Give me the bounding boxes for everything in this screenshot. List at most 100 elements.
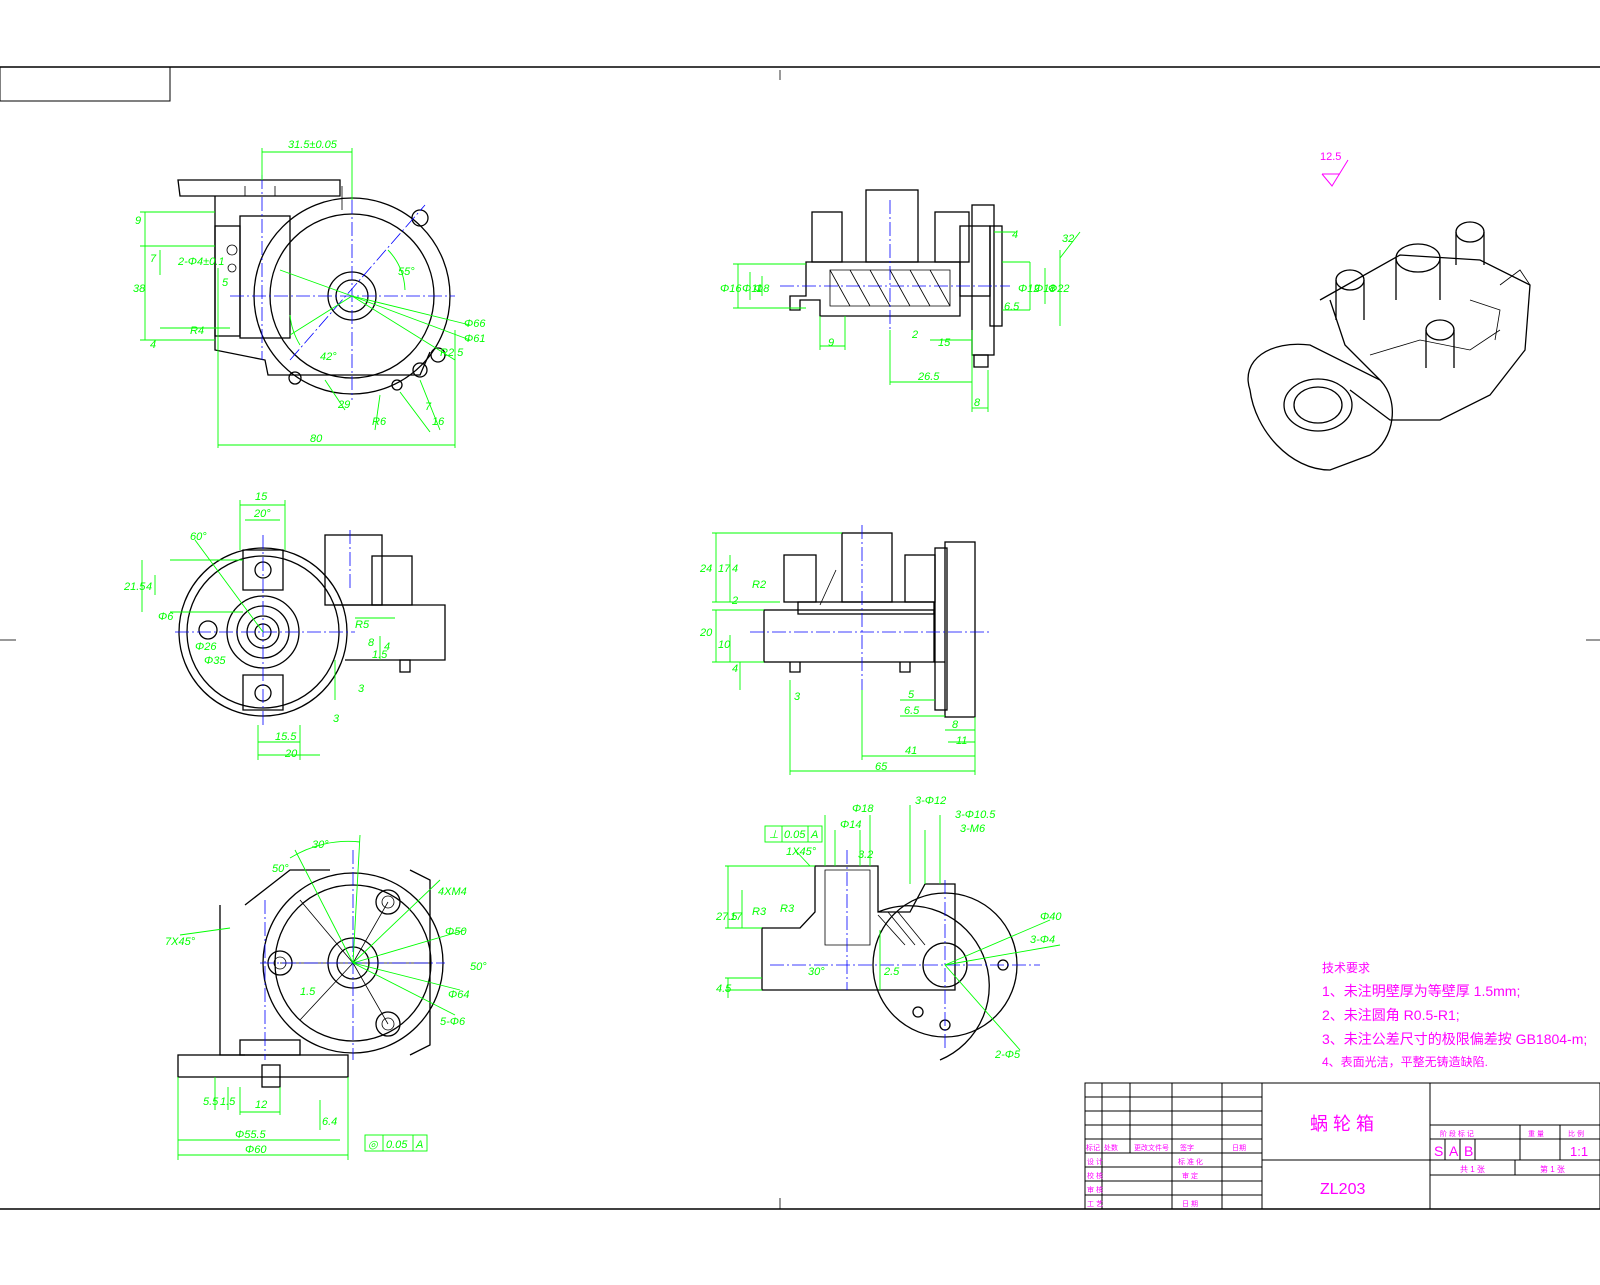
dim-v1-6: R4 <box>190 325 204 337</box>
dim-v6-2: 3-Φ12 <box>915 795 946 807</box>
tech-item-2: 2、未注圆角 R0.5-R1; <box>1322 1007 1460 1023</box>
tb-mid-2: 日 期 <box>1182 1200 1198 1208</box>
dim-v4-7: R2 <box>752 579 766 591</box>
dim-v5-10: 1.5 <box>220 1096 236 1108</box>
dim-v4-11: 8 <box>952 719 959 731</box>
stage-mark-s: S <box>1434 1143 1443 1159</box>
view-section-top: 4 32 Φ16 Φ11 Φ8 Φ18 Φ12 Φ22 9 2 15 6.5 2… <box>720 189 1081 412</box>
dim-v4-14: 65 <box>875 761 888 773</box>
tb-mid-1: 审 定 <box>1182 1171 1198 1180</box>
isometric-view <box>1247 221 1531 471</box>
tb-right-2: 比 例 <box>1568 1129 1584 1138</box>
dim-v3-4: 4 <box>146 581 152 593</box>
dim-v4-13: 41 <box>905 745 917 757</box>
roughness-value: 12.5 <box>1320 151 1341 163</box>
dim-v4-3: 2 <box>731 595 738 607</box>
dim-v2-6: Φ12 <box>1018 283 1039 295</box>
dim-v4-8: 3 <box>794 691 801 703</box>
dim-v5-12: 6.4 <box>322 1116 337 1128</box>
tech-item-4: 4、表面光洁，平整无铸造缺陷. <box>1322 1054 1488 1069</box>
dim-v2-2: Φ16 <box>720 283 742 295</box>
dim-v3-14: 3 <box>333 713 340 725</box>
dim-v6-13: 30° <box>808 966 825 978</box>
dim-v6-10: 17 <box>730 911 743 923</box>
dim-v6-8: 3.2 <box>858 849 873 861</box>
gdt-bottom-symbol: ◎ <box>368 1139 379 1151</box>
dim-v1-10: Φ61 <box>464 333 485 345</box>
dim-v5-7: 5-Φ6 <box>440 1016 466 1028</box>
tb-head-1: 处数 <box>1104 1143 1118 1152</box>
dim-v2-10: 15 <box>938 337 951 349</box>
dim-v2-8: 9 <box>828 337 834 349</box>
tb-row-1: 校 核 <box>1087 1171 1103 1180</box>
gdt-top-tol: 0.05 <box>784 829 806 841</box>
dim-v3-1: 20° <box>253 508 271 520</box>
dim-v5-5: 50° <box>470 961 487 973</box>
dim-v6-17: 3-Φ4 <box>1030 934 1055 946</box>
tech-item-3: 3、未注公差尺寸的极限偏差按 GB1804-m; <box>1322 1031 1587 1047</box>
dim-v2-1: 32 <box>1062 233 1074 245</box>
dim-v3-8: R5 <box>355 619 370 631</box>
gdt-top-symbol: ⊥ <box>769 829 779 841</box>
dim-v1-13: 29 <box>337 399 350 411</box>
dim-v4-2: 4 <box>732 563 738 575</box>
dim-v6-12: R3 <box>780 903 795 915</box>
gdt-top-datum: A <box>810 829 818 841</box>
dim-v5-6: Φ64 <box>448 989 469 1001</box>
view-side: 24 17 4 2 20 10 4 R2 3 5 6.5 8 11 41 65 <box>699 525 990 775</box>
dim-v3-5: Φ6 <box>158 611 174 623</box>
dim-v6-18: 2-Φ5 <box>994 1049 1021 1061</box>
dim-v3-11: 3 <box>358 683 365 695</box>
dim-v3-6: Φ26 <box>195 641 217 653</box>
dim-v1-11: R2.5 <box>440 347 464 359</box>
dim-v6-11: R3 <box>752 906 767 918</box>
stage-mark-a: A <box>1449 1143 1459 1159</box>
dim-v3-10: 4 <box>384 641 390 653</box>
dim-v5-13: Φ55.5 <box>235 1129 266 1141</box>
tb-head-4: 日期 <box>1232 1144 1246 1152</box>
dim-v3-15: 1.5 <box>372 649 388 661</box>
dim-v3-0: 15 <box>255 491 268 503</box>
dim-v4-9: 5 <box>908 689 915 701</box>
dim-v5-9: 5.5 <box>203 1096 219 1108</box>
dim-v4-4: 20 <box>699 627 713 639</box>
dim-v1-15: 7 <box>425 401 432 413</box>
stage-mark-b: B <box>1464 1143 1473 1159</box>
dim-v3-2: 60° <box>190 531 207 543</box>
dim-v2-11: 6.5 <box>1004 301 1020 313</box>
tb-right-0: 阶 段 标 记 <box>1440 1129 1474 1138</box>
dim-v6-16: Φ40 <box>1040 911 1062 923</box>
dim-v1-0: 31.5±0.05 <box>288 139 338 151</box>
dim-v1-16: 16 <box>432 416 445 428</box>
dim-v4-6: 4 <box>732 663 738 675</box>
sheet-total: 共 1 张 <box>1460 1165 1485 1174</box>
dim-v5-8: 1.5 <box>300 986 316 998</box>
dim-v5-3: 4XM4 <box>438 886 467 898</box>
tb-row-2: 审 核 <box>1087 1185 1103 1194</box>
dim-v3-12: 15.5 <box>275 731 297 743</box>
dim-v4-0: 24 <box>699 563 712 575</box>
dim-v6-0: Φ18 <box>852 803 874 815</box>
view-rear: 30° 50° 7X45° 4XM4 Φ50 50° Φ64 5-Φ6 1.5 … <box>165 834 487 1160</box>
dim-v1-14: R6 <box>372 416 387 428</box>
view-section-bottom: ⊥ 0.05 A Φ18 Φ14 3-Φ12 3-Φ10.5 3-M6 1X45… <box>715 795 1062 1061</box>
dim-v1-17: 80 <box>310 433 323 445</box>
dim-v2-3: Φ11 <box>742 283 763 295</box>
dim-v6-14: 4.5 <box>716 983 732 995</box>
tb-head-2: 更改文件号 <box>1134 1143 1169 1152</box>
dim-v6-15: 2.5 <box>883 966 900 978</box>
dim-v3-3: 21.5 <box>123 581 146 593</box>
dim-v6-9: 27.5 <box>715 911 738 923</box>
scale-value: 1:1 <box>1570 1144 1588 1159</box>
dim-v3-13: 20 <box>284 748 298 760</box>
dim-v2-13: 8 <box>974 397 981 409</box>
view-end: 15 20° 60° 21.5 4 Φ6 Φ26 Φ35 R5 8 4 3 15… <box>123 491 446 760</box>
dim-v6-4: 3-M6 <box>960 823 986 835</box>
tb-row-0: 设 计 <box>1087 1157 1103 1166</box>
dim-v6-3: 3-Φ10.5 <box>955 809 996 821</box>
gdt-bottom-datum: A <box>415 1139 423 1151</box>
view-front: 31.5±0.05 9 7 38 2-Φ4±0.1 5 R4 4 55° Φ66… <box>133 139 486 448</box>
dim-v6-7: 1X45° <box>786 846 817 858</box>
dim-v1-5: 5 <box>222 277 229 289</box>
